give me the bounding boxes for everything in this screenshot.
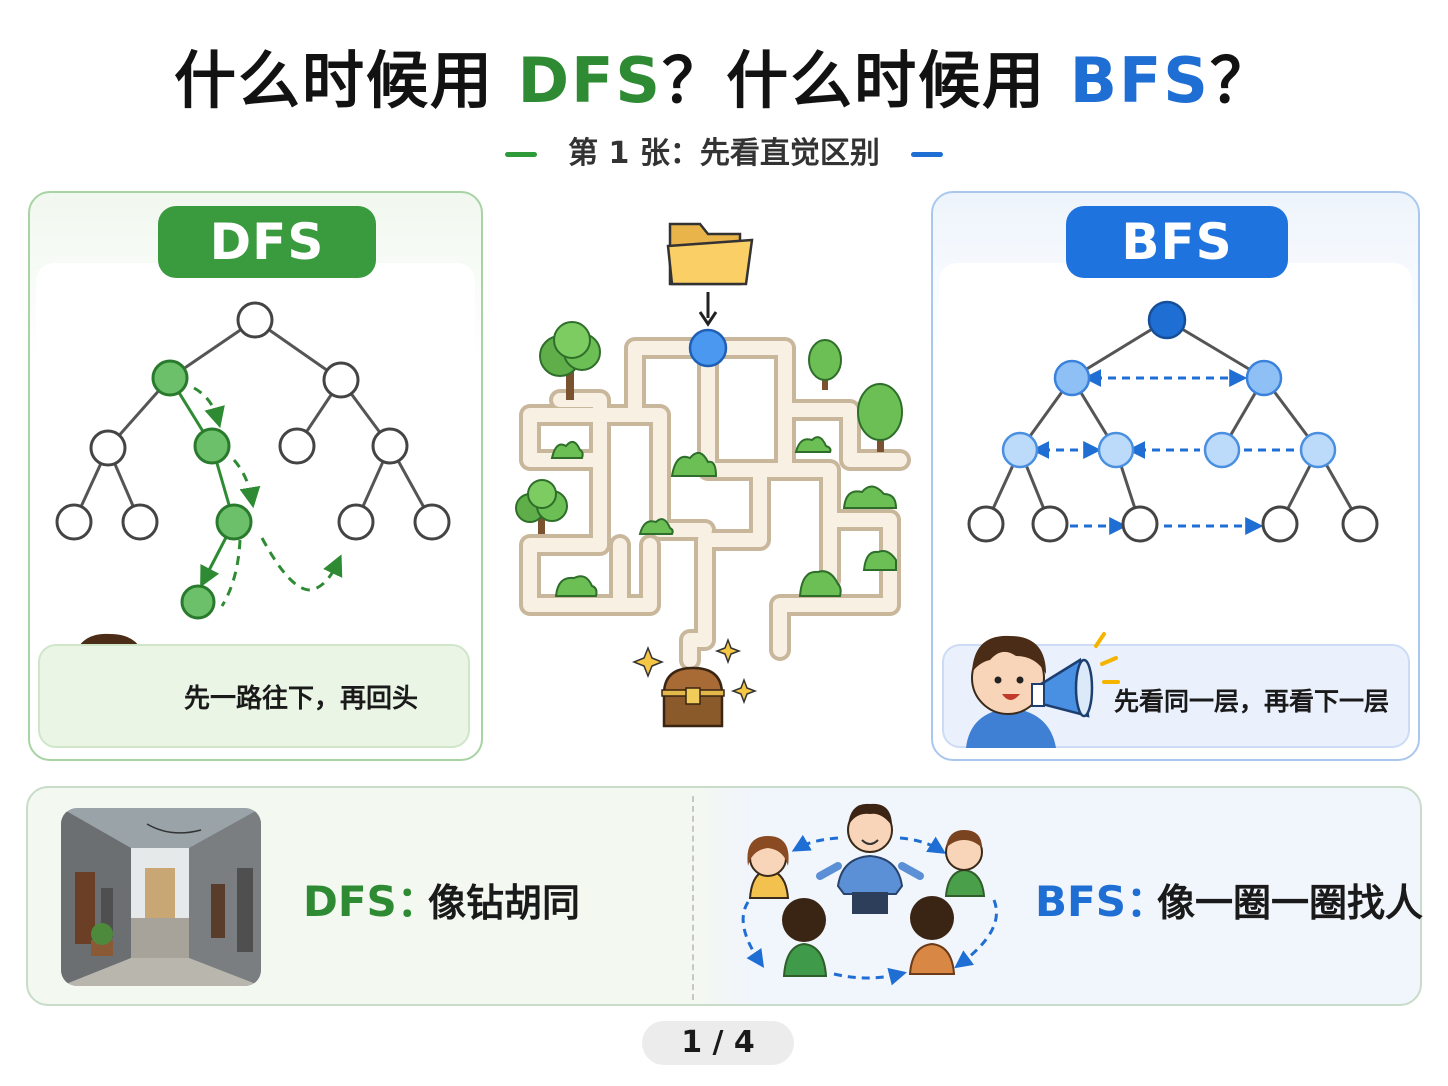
title-bfs: BFS [1069, 44, 1210, 117]
bfs-caption: 先看同一层，再看下一层 [1114, 687, 1390, 716]
bfs-root-node [1147, 300, 1187, 340]
dfs-caption-box [38, 644, 470, 748]
person-top-left [747, 836, 790, 899]
tree-icon [857, 383, 903, 452]
sound-wave-marks [1094, 632, 1120, 684]
person-bottom-right [908, 896, 956, 975]
person-bottom-left [782, 898, 828, 977]
tree-icon [515, 479, 568, 534]
bfs-level-arrows [1031, 369, 1296, 535]
maze-start-node [688, 328, 728, 368]
tree-icon [808, 339, 842, 390]
maze-paths [519, 337, 911, 671]
subtitle: 第 1 张：先看直觉区别 [568, 136, 880, 171]
page-indicator[interactable]: 1 / 4 [642, 1021, 794, 1065]
subtitle-dash-blue [910, 152, 943, 157]
subtitle-row: 第 1 张：先看直觉区别 [0, 128, 1448, 172]
dfs-tree-nodes [55, 301, 451, 541]
dfs-label-pill: DFS [158, 206, 376, 278]
title-part-1: 什么时候用 [174, 44, 518, 117]
bfs-analogy-label: BFS： [1035, 877, 1168, 926]
bfs-level2-nodes [1001, 431, 1337, 469]
bush-icon [550, 436, 898, 597]
dfs-analogy-text: 像钻胡同 [428, 881, 581, 925]
title-part-2: ？什么时候用 [662, 44, 1070, 117]
person-top-right [944, 830, 986, 897]
subtitle-dash-green [505, 152, 538, 157]
dfs-analogy-label: DFS： [303, 877, 439, 926]
strip-divider [692, 796, 694, 1000]
bfs-analogy-text: 像一圈一圈找人 [1157, 881, 1424, 925]
dfs-caption: 先一路往下，再回头 [184, 684, 419, 714]
alley-illustration [61, 808, 261, 986]
circle-arrows [741, 834, 998, 986]
alley-photo [61, 808, 261, 986]
megaphone-icon [1031, 657, 1094, 718]
bfs-unvisited-nodes [967, 505, 1379, 543]
person-center [816, 803, 924, 914]
bfs-level1-nodes [1053, 359, 1283, 397]
title-dfs: DFS [517, 44, 663, 117]
title-part-3: ？ [1209, 44, 1274, 117]
tree-icon [539, 321, 601, 400]
page-title: 什么时候用 DFS？什么时候用 BFS？ [0, 30, 1448, 120]
boy-with-megaphone-illustration [966, 632, 1120, 748]
treasure-chest-icon [661, 666, 725, 728]
down-arrow [698, 292, 718, 327]
dfs-traversal-arrows [193, 386, 343, 607]
sparkle-icon [631, 637, 758, 705]
folder-icon [666, 222, 754, 286]
dfs-visited-nodes [151, 359, 253, 620]
bfs-label-pill: BFS [1066, 206, 1288, 278]
